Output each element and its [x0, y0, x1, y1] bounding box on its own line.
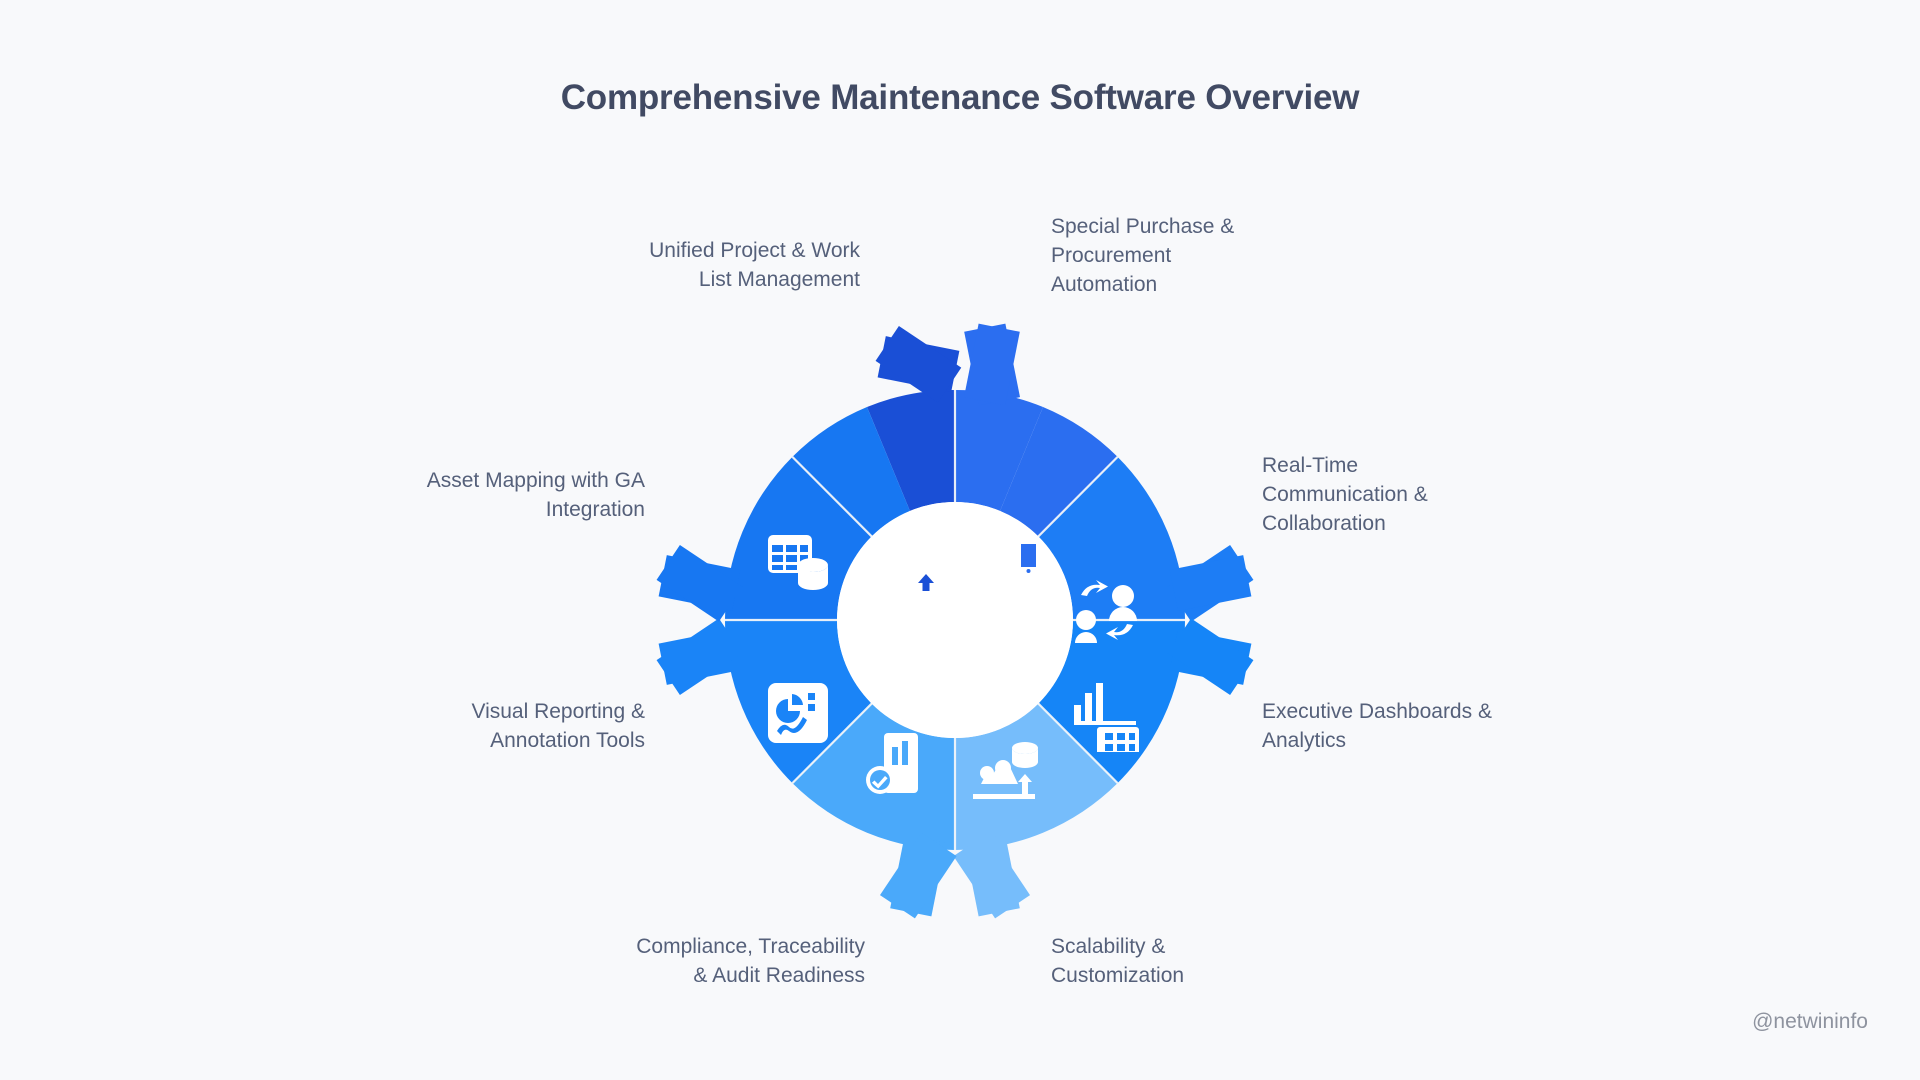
scalability-gears-database-icon — [973, 742, 1038, 799]
segment-label-asset-mapping[interactable]: Asset Mapping with GA Integration — [426, 469, 645, 521]
report-chart-panel-icon — [768, 683, 828, 743]
table-database-icon — [768, 535, 828, 590]
page-title: Comprehensive Maintenance Software Overv… — [560, 78, 1360, 117]
wheel-hub — [837, 502, 1073, 738]
watermark: @netwininfo — [1752, 1010, 1868, 1033]
clipboard-upload-icon — [885, 536, 941, 598]
gear-wheel-diagram — [650, 315, 1260, 925]
factory-chart-icon — [1074, 683, 1139, 752]
people-exchange-icon — [1075, 580, 1137, 643]
document-check-chart-icon — [866, 733, 918, 794]
cart-mobile-exchange-icon — [976, 523, 1039, 575]
segment-label-visual-reporting[interactable]: Visual Reporting & Annotation Tools — [471, 700, 645, 752]
segment-label-scalability[interactable]: Scalability & Customization — [1051, 935, 1185, 987]
gear-wheel-svg — [656, 323, 1254, 919]
segment-label-compliance[interactable]: Compliance, Traceability & Audit Readine… — [636, 935, 865, 987]
segment-label-realtime-communication[interactable]: Real-Time Communication & Collaboration — [1262, 454, 1428, 535]
segment-label-special-purchase[interactable]: Special Purchase & Procurement Automatio… — [1051, 215, 1235, 296]
segment-label-unified-project[interactable]: Unified Project & Work List Management — [649, 239, 860, 291]
segment-label-executive-dashboards[interactable]: Executive Dashboards & Analytics — [1262, 700, 1492, 752]
